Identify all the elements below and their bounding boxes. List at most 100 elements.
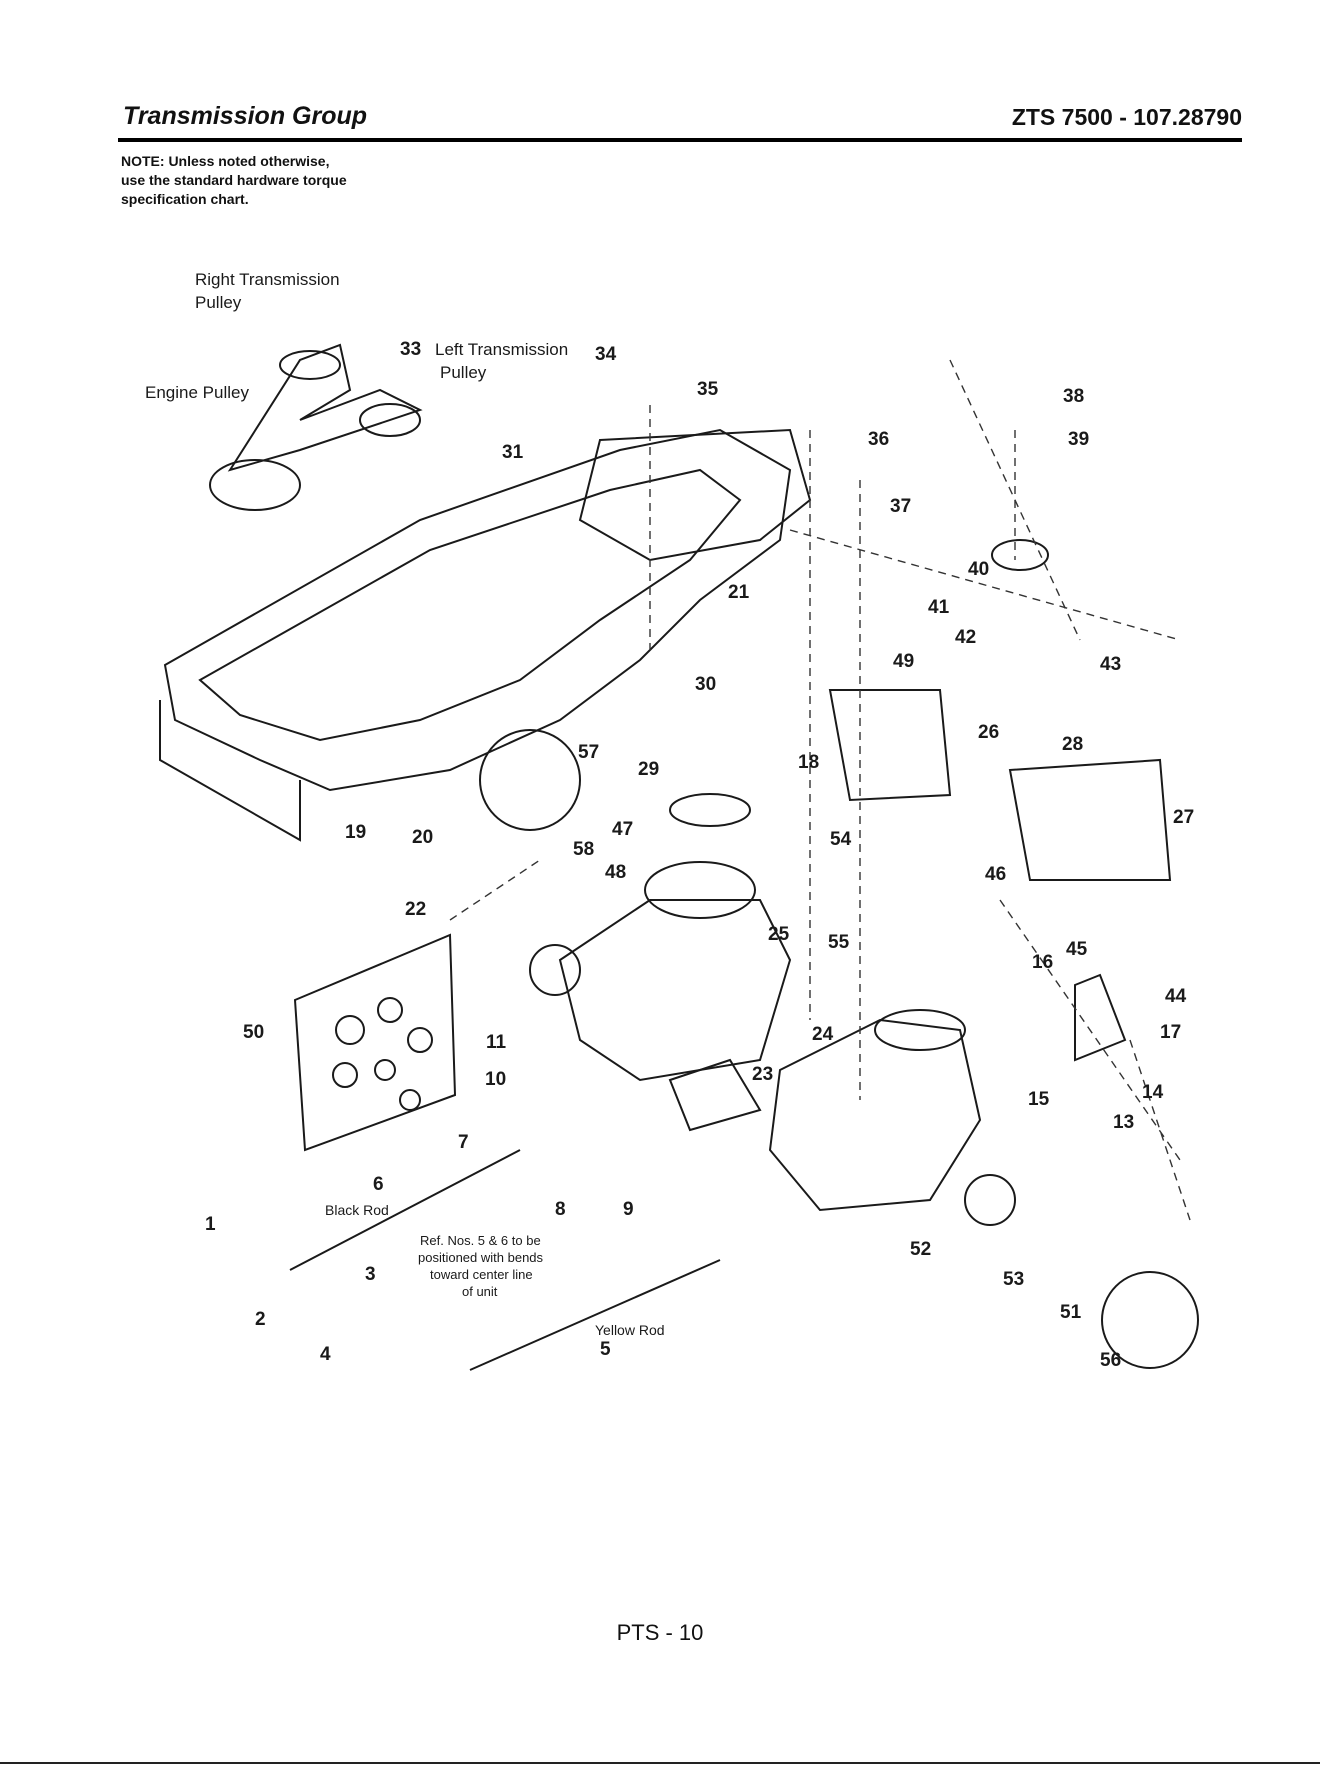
label-left-pulley: Left Transmission — [435, 340, 568, 359]
torque-note: NOTE: Unless noted otherwise, use the st… — [121, 152, 347, 209]
part-number-44: 44 — [1165, 986, 1187, 1007]
idler-bracket — [1008, 758, 1172, 881]
ref-note-line: of unit — [462, 1284, 498, 1299]
bracket-49-card — [828, 689, 952, 802]
bearing-kit-card — [293, 933, 457, 1152]
bracket-17 — [1074, 973, 1127, 1062]
front-bumper — [159, 700, 301, 842]
label-right-pulley: Right Transmission — [195, 270, 340, 289]
part-number-30: 30 — [695, 674, 716, 695]
part-number-31: 31 — [502, 442, 524, 463]
left-transmission — [768, 1018, 982, 1212]
chassis-frame — [163, 428, 792, 792]
part-number-17: 17 — [1160, 1022, 1181, 1043]
part-number-8: 8 — [555, 1199, 566, 1220]
left-transmission-pulley — [359, 403, 421, 437]
part-number-54: 54 — [830, 829, 852, 850]
part-number-11: 11 — [486, 1032, 507, 1053]
part-number-43: 43 — [1100, 654, 1121, 675]
note-line: specification chart. — [121, 191, 249, 207]
part-number-45: 45 — [1066, 939, 1088, 960]
pulley-24 — [874, 1009, 966, 1051]
part-number-39: 39 — [1068, 429, 1089, 450]
detail-circle-56 — [1101, 1271, 1199, 1369]
part-number-52: 52 — [910, 1239, 931, 1260]
detail-circle-57 — [479, 729, 581, 831]
part-number-26: 26 — [978, 722, 999, 743]
part-number-5: 5 — [600, 1339, 611, 1360]
black-rod — [289, 1149, 521, 1271]
part-number-14: 14 — [1142, 1082, 1164, 1103]
part-number-56: 56 — [1100, 1350, 1121, 1371]
transmission-fan — [644, 861, 756, 919]
bracket-23 — [668, 1058, 762, 1132]
part-number-25: 25 — [768, 924, 790, 945]
part-number-37: 37 — [890, 496, 911, 517]
part-number-7: 7 — [458, 1132, 469, 1153]
part-number-21: 21 — [728, 582, 750, 603]
header-divider — [118, 138, 1242, 142]
chassis-plate — [578, 428, 812, 562]
drive-belt — [227, 343, 423, 472]
part-number-1: 1 — [205, 1214, 216, 1235]
part-number-13: 13 — [1113, 1112, 1134, 1133]
right-transmission — [558, 899, 792, 1082]
part-number-27: 27 — [1173, 807, 1194, 828]
part-number-34: 34 — [595, 344, 617, 365]
part-number-36: 36 — [868, 429, 889, 450]
note-line: use the standard hardware torque — [121, 172, 347, 188]
part-number-49: 49 — [893, 651, 914, 672]
page-title: Transmission Group — [123, 102, 368, 130]
part-number-33: 33 — [400, 339, 421, 360]
label-black-rod: Black Rod — [325, 1202, 389, 1218]
engine-pulley — [209, 459, 301, 511]
label-right-pulley-2: Pulley — [195, 293, 242, 312]
part-number-55: 55 — [828, 932, 850, 953]
part-number-41: 41 — [928, 597, 950, 618]
pulley-47 — [669, 793, 751, 827]
part-number-53: 53 — [1003, 1269, 1024, 1290]
part-number-6: 6 — [373, 1174, 384, 1195]
part-number-18: 18 — [798, 752, 819, 773]
part-number-40: 40 — [968, 559, 989, 580]
label-engine-pulley: Engine Pulley — [145, 383, 249, 402]
right-transmission-pulley — [279, 350, 341, 380]
part-number-16: 16 — [1032, 952, 1053, 973]
chassis-inner — [198, 468, 742, 742]
part-number-2: 2 — [255, 1309, 266, 1330]
part-number-57: 57 — [578, 742, 599, 763]
part-number-3: 3 — [365, 1264, 376, 1285]
part-number-29: 29 — [638, 759, 659, 780]
model-number: ZTS 7500 - 107.28790 — [1011, 104, 1242, 130]
part-number-38: 38 — [1063, 386, 1084, 407]
hub-52 — [964, 1174, 1016, 1226]
part-number-20: 20 — [412, 827, 433, 848]
part-number-35: 35 — [697, 379, 719, 400]
part-number-19: 19 — [345, 822, 366, 843]
ref-note-line: positioned with bends — [418, 1250, 544, 1265]
part-number-4: 4 — [320, 1344, 331, 1365]
hub-22 — [529, 944, 581, 996]
ref-note-line: toward center line — [430, 1267, 533, 1282]
part-number-24: 24 — [812, 1024, 834, 1045]
idler-pulley — [991, 539, 1049, 571]
note-line: NOTE: Unless noted otherwise, — [121, 153, 330, 169]
part-number-10: 10 — [485, 1069, 506, 1090]
part-number-46: 46 — [985, 864, 1006, 885]
label-left-pulley-2: Pulley — [440, 363, 487, 382]
part-number-28: 28 — [1062, 734, 1083, 755]
part-number-50: 50 — [243, 1022, 264, 1043]
part-number-22: 22 — [405, 899, 426, 920]
page-number: PTS - 10 — [616, 1620, 704, 1645]
part-number-42: 42 — [955, 627, 976, 648]
label-yellow-rod: Yellow Rod — [595, 1322, 665, 1338]
part-number-48: 48 — [605, 862, 626, 883]
part-number-58: 58 — [573, 839, 594, 860]
part-number-23: 23 — [752, 1064, 773, 1085]
ref-note-line: Ref. Nos. 5 & 6 to be — [420, 1233, 541, 1248]
yellow-rod — [469, 1259, 721, 1371]
bottom-divider — [0, 1762, 1320, 1764]
part-number-15: 15 — [1028, 1089, 1050, 1110]
